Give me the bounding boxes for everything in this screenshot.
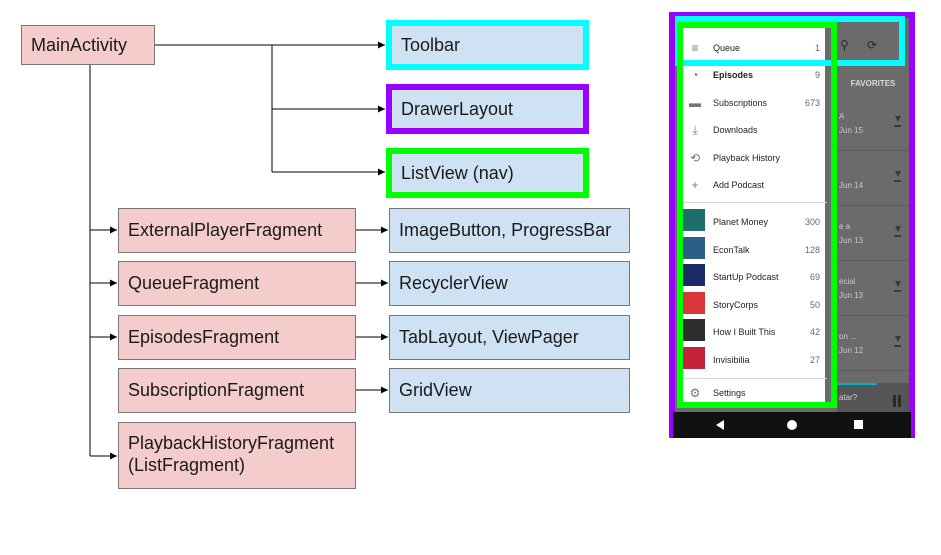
- nav-item-subscriptions[interactable]: ▬ Subscriptions 673: [689, 96, 820, 110]
- list-view-highlight: [677, 22, 837, 408]
- history-icon: ⟲: [689, 151, 701, 165]
- toolbar-label: Toolbar: [401, 34, 461, 55]
- nav-drawer: [681, 24, 825, 404]
- background-episode-row[interactable]: A Jun 15: [837, 96, 909, 151]
- recycler-view-box: RecyclerView: [389, 261, 630, 306]
- drawer-layout-box: DrawerLayout: [386, 84, 589, 134]
- background-episode-row[interactable]: Jun 14: [837, 151, 909, 206]
- download-icon[interactable]: [894, 281, 901, 292]
- background-episode-row[interactable]: e a Jun 13: [837, 206, 909, 261]
- subscription-fragment-label: SubscriptionFragment: [128, 380, 305, 400]
- queue-fragment-box: QueueFragment: [118, 261, 356, 306]
- tab-layout-view-pager-box: TabLayout, ViewPager: [389, 315, 630, 360]
- android-nav-bar: [673, 412, 911, 438]
- podcast-artwork: [683, 237, 705, 259]
- tab-layout-view-pager-label: TabLayout, ViewPager: [399, 327, 579, 347]
- refresh-icon[interactable]: ⟳: [867, 38, 878, 52]
- rss-icon: ◔: [691, 68, 699, 82]
- episodes-fragment-label: EpisodesFragment: [128, 327, 280, 347]
- queue-icon: ≡: [691, 41, 699, 55]
- playback-history-fragment-box: PlaybackHistoryFragment (ListFragment): [118, 422, 356, 489]
- nav-item-podcast[interactable]: Invisibilia 27: [683, 346, 828, 373]
- nav-item-podcast[interactable]: EconTalk 128: [683, 236, 828, 263]
- add-icon: +: [691, 178, 699, 192]
- download-icon[interactable]: [894, 226, 901, 237]
- playback-history-fragment-label: PlaybackHistoryFragment: [128, 433, 335, 453]
- drawer-divider: [681, 202, 827, 203]
- drawer-layout-label: DrawerLayout: [401, 98, 514, 119]
- player-title: atar?: [839, 393, 858, 402]
- image-button-progress-bar-box: ImageButton, ProgressBar: [389, 208, 630, 253]
- background-episode-row[interactable]: on ... Jun 12: [837, 316, 909, 371]
- image-button-progress-bar-label: ImageButton, ProgressBar: [399, 220, 612, 240]
- nav-item-podcast[interactable]: Planet Money 300: [683, 208, 828, 235]
- phone-screenshot: FAVORITES A Jun 15 Jun 14 e a Jun 13 eci…: [669, 12, 915, 438]
- drawer-divider: [681, 378, 827, 379]
- queue-fragment-label: QueueFragment: [128, 273, 260, 293]
- home-icon[interactable]: [787, 420, 797, 430]
- nav-item-podcast[interactable]: StartUp Podcast 69: [683, 263, 828, 290]
- folder-icon: ▬: [689, 96, 701, 110]
- nav-item-podcast[interactable]: How I Built This 42: [683, 318, 828, 345]
- nav-item-playback-history[interactable]: ⟲ Playback History: [683, 144, 828, 171]
- recycler-view-label: RecyclerView: [399, 273, 508, 293]
- main-activity-label: MainActivity: [31, 34, 128, 55]
- episodes-fragment-box: EpisodesFragment: [118, 315, 356, 360]
- list-view-nav-box: ListView (nav): [386, 148, 589, 198]
- toolbar-box: Toolbar: [386, 20, 589, 70]
- favorites-tab[interactable]: FAVORITES: [850, 79, 896, 88]
- subscription-fragment-box: SubscriptionFragment: [118, 368, 356, 413]
- grid-view-box: GridView: [389, 368, 630, 413]
- download-icon: ⤓: [692, 123, 698, 137]
- back-icon[interactable]: [716, 420, 724, 430]
- download-icon[interactable]: [894, 171, 901, 182]
- list-view-nav-label: ListView (nav): [401, 162, 514, 183]
- external-player-bar[interactable]: atar?: [837, 383, 909, 416]
- download-icon[interactable]: [894, 336, 901, 347]
- pause-icon[interactable]: [893, 395, 901, 407]
- main-activity-box: MainActivity: [21, 25, 155, 65]
- podcast-artwork: [683, 209, 705, 231]
- list-fragment-label: (ListFragment): [128, 455, 246, 475]
- nav-item-downloads[interactable]: ⤓ Downloads: [683, 116, 828, 143]
- podcast-artwork: [683, 292, 705, 314]
- gear-icon: ⚙: [689, 386, 701, 400]
- external-player-fragment-label: ExternalPlayerFragment: [128, 220, 323, 240]
- nav-item-podcast[interactable]: StoryCorps 50: [683, 291, 828, 318]
- recents-icon[interactable]: [854, 420, 863, 429]
- search-icon[interactable]: ⚲: [840, 38, 849, 52]
- podcast-artwork: [683, 347, 705, 369]
- podcast-artwork: [683, 264, 705, 286]
- nav-item-settings[interactable]: ⚙ Settings: [683, 382, 828, 402]
- background-episode-row[interactable]: ecial Jun 13: [837, 261, 909, 316]
- podcast-artwork: [683, 319, 705, 341]
- external-player-fragment-box: ExternalPlayerFragment: [118, 208, 356, 253]
- progress-bar: [837, 383, 877, 385]
- grid-view-label: GridView: [399, 380, 472, 400]
- download-icon[interactable]: [894, 116, 901, 127]
- nav-item-queue[interactable]: ≡ Queue 1: [683, 34, 828, 61]
- nav-item-episodes[interactable]: ◔ Episodes 9: [683, 61, 828, 88]
- nav-item-add-podcast[interactable]: + Add Podcast: [683, 171, 828, 198]
